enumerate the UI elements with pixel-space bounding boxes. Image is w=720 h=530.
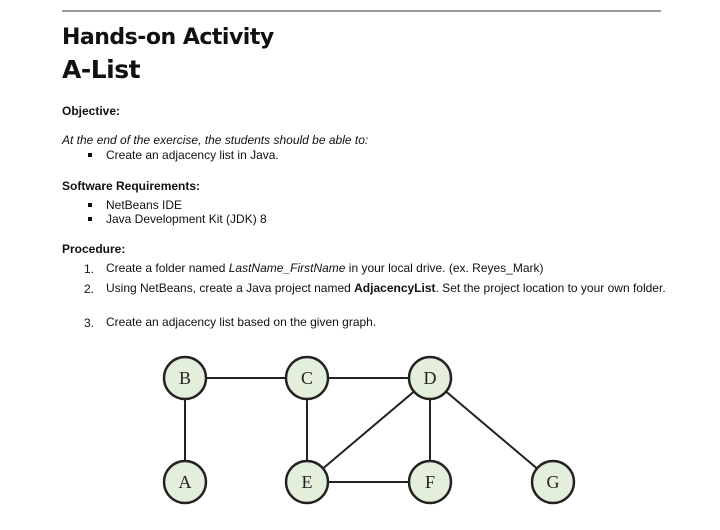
- node-A: [162, 459, 208, 505]
- node-label-A: A: [179, 472, 192, 492]
- node-B: [162, 355, 208, 401]
- objective-item-text: Create an adjacency list in Java.: [106, 148, 279, 162]
- step-number: 1.: [84, 262, 95, 276]
- activity-subtitle: A-List: [62, 55, 141, 84]
- node-label-B: B: [179, 368, 191, 388]
- node-label-D: D: [424, 368, 437, 388]
- objective-intro: At the end of the exercise, the students…: [62, 133, 369, 147]
- software-item-text: NetBeans IDE: [106, 198, 183, 212]
- header-rule: [62, 10, 661, 12]
- edge-D-E: [306, 377, 431, 483]
- software-heading: Software Requirements:: [62, 179, 201, 193]
- objective-heading: Objective:: [62, 104, 121, 118]
- edge-D-G: [429, 377, 554, 483]
- node-C: [284, 355, 330, 401]
- step-number: 3.: [84, 316, 95, 330]
- step-number: 2.: [84, 282, 95, 296]
- procedure-heading: Procedure:: [62, 242, 126, 256]
- node-label-E: E: [302, 472, 313, 492]
- step-text: Using NetBeans, create a Java project na…: [106, 281, 666, 295]
- node-F: [407, 459, 453, 505]
- node-E: [284, 459, 330, 505]
- node-label-G: G: [547, 472, 560, 492]
- activity-title: Hands-on Activity: [62, 25, 274, 50]
- step-text: Create a folder named LastName_FirstName…: [106, 261, 544, 275]
- step-text: Create an adjacency list based on the gi…: [106, 315, 377, 329]
- software-item-text: Java Development Kit (JDK) 8: [106, 212, 267, 226]
- node-G: [530, 459, 576, 505]
- node-label-F: F: [425, 472, 435, 492]
- node-D: [407, 355, 453, 401]
- node-label-C: C: [301, 368, 313, 388]
